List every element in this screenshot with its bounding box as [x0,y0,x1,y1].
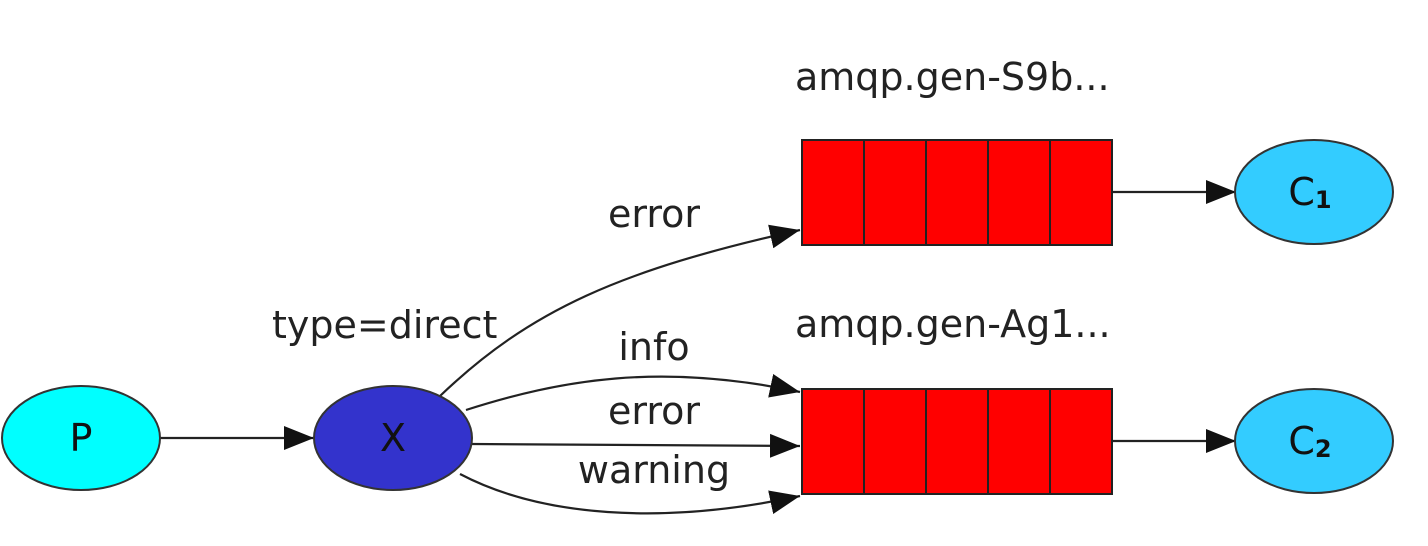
queue-1-name: amqp.gen-S9b... [795,55,1110,99]
binding-label-warning: warning [578,448,730,492]
queue-2-cell-4 [987,388,1051,495]
edge-exchange-to-queue1-error [439,224,801,397]
queue-1-cell-3 [925,139,989,246]
queue-1-cell-1 [801,139,865,246]
queue-2-name: amqp.gen-Ag1... [795,302,1111,346]
consumer-2-node: C2 [1234,388,1394,494]
exchange-ellipse [313,385,473,491]
queue-2-cell-5 [1049,388,1113,495]
edge-exchange-to-queue2-error [471,433,801,458]
binding-label-bottom-error: error [608,389,700,433]
queue-2-cell-2 [863,388,927,495]
consumer-1-subscript: 1 [1315,186,1332,214]
queue-1-cell-2 [863,139,927,246]
consumer-1-node: C1 [1234,139,1394,245]
exchange-type-label: type=direct [272,303,497,347]
consumer-1-ellipse [1234,139,1394,245]
binding-label-info: info [618,325,689,369]
binding-label-top-error: error [608,192,700,236]
exchange-node: X [313,385,473,491]
producer-label: P [70,416,93,460]
queue-2-cell-3 [925,388,989,495]
exchange-label: X [380,416,406,460]
queue-2 [801,388,1113,495]
consumer-2-ellipse [1234,388,1394,494]
queue-1-cell-4 [987,139,1051,246]
queue-1-cell-5 [1049,139,1113,246]
edge-exchange-to-queue2-warning [459,473,801,515]
consumer-2-letter: C [1288,419,1315,463]
queue-2-cell-1 [801,388,865,495]
queue-1 [801,139,1113,246]
producer-ellipse [1,385,161,491]
consumer-2-label: C2 [1288,419,1331,463]
consumer-2-subscript: 2 [1315,435,1332,463]
consumer-1-label: C1 [1288,170,1331,214]
edge-exchange-to-queue2-info [465,373,801,412]
consumer-1-letter: C [1288,170,1315,214]
producer-node: P [1,385,161,491]
